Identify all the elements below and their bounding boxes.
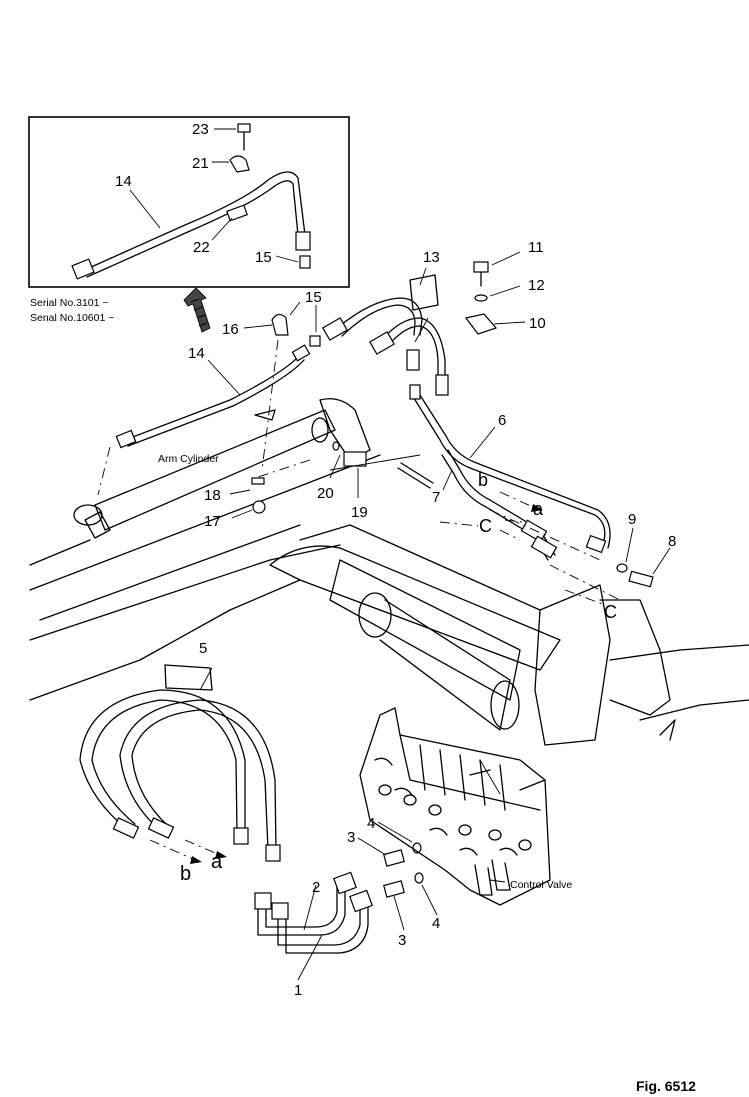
callout-23: 23 xyxy=(192,121,209,138)
callout-9: 9 xyxy=(628,511,636,528)
fasteners xyxy=(251,261,654,588)
tubes-6-7 xyxy=(397,384,621,601)
bolt-part-23 xyxy=(237,123,251,151)
callout-4-top: 4 xyxy=(367,815,375,832)
hose-14-main xyxy=(97,344,311,496)
connection-lines xyxy=(149,459,606,864)
callout-21: 21 xyxy=(192,155,209,172)
callout-13: 13 xyxy=(423,249,440,266)
label-arm-cylinder: Arm Cylinder xyxy=(158,453,219,465)
callout-2: 2 xyxy=(312,879,320,896)
plug-part-15-inset xyxy=(299,255,311,269)
callout-10: 10 xyxy=(529,315,546,332)
inset-detail xyxy=(28,116,350,288)
connection-mark-c-right: C xyxy=(604,602,617,622)
control-valve xyxy=(359,707,551,906)
boom-structure xyxy=(29,398,749,746)
leader-lines xyxy=(199,251,671,981)
callout-7: 7 xyxy=(432,489,440,506)
callout-12: 12 xyxy=(528,277,545,294)
hose-pair-13 xyxy=(322,274,449,396)
callout-6: 6 xyxy=(498,412,506,429)
callout-22: 22 xyxy=(193,239,210,256)
hose-pair-5 xyxy=(79,664,281,862)
plate-part-22 xyxy=(226,204,248,222)
label-control-valve: Control Valve xyxy=(510,879,572,891)
connection-mark-c-mid: C xyxy=(479,516,492,536)
connection-mark-b-upper: b xyxy=(478,470,488,490)
callout-3-bottom: 3 xyxy=(398,932,406,949)
callout-18: 18 xyxy=(204,487,221,504)
callout-8: 8 xyxy=(668,533,676,550)
tubes-1-2 xyxy=(254,842,424,954)
callout-20: 20 xyxy=(317,485,334,502)
callout-11: 11 xyxy=(528,239,544,256)
clamp-part-21 xyxy=(229,155,250,173)
callout-15-inset: 15 xyxy=(255,249,272,266)
callout-4-bottom: 4 xyxy=(432,915,440,932)
connection-mark-b-lower: b xyxy=(180,863,191,885)
connection-mark-a-upper: a xyxy=(533,499,544,519)
callout-14: 14 xyxy=(188,345,205,362)
serial-note-line2: Senal No.10601 ~ xyxy=(30,312,114,324)
callout-14-inset: 14 xyxy=(115,173,132,190)
callout-16: 16 xyxy=(222,321,239,338)
up-arrow-icon xyxy=(183,287,211,333)
callout-3-top: 3 xyxy=(347,829,355,846)
serial-note-line1: Serial No.3101 ~ xyxy=(30,297,109,309)
callout-5: 5 xyxy=(199,640,207,657)
callout-15: 15 xyxy=(305,289,322,306)
callout-1: 1 xyxy=(294,982,302,999)
callout-17: 17 xyxy=(204,513,221,530)
connection-mark-a-lower: a xyxy=(211,851,223,873)
figure-number: Fig. 6512 xyxy=(636,1078,696,1094)
callout-19: 19 xyxy=(351,504,368,521)
